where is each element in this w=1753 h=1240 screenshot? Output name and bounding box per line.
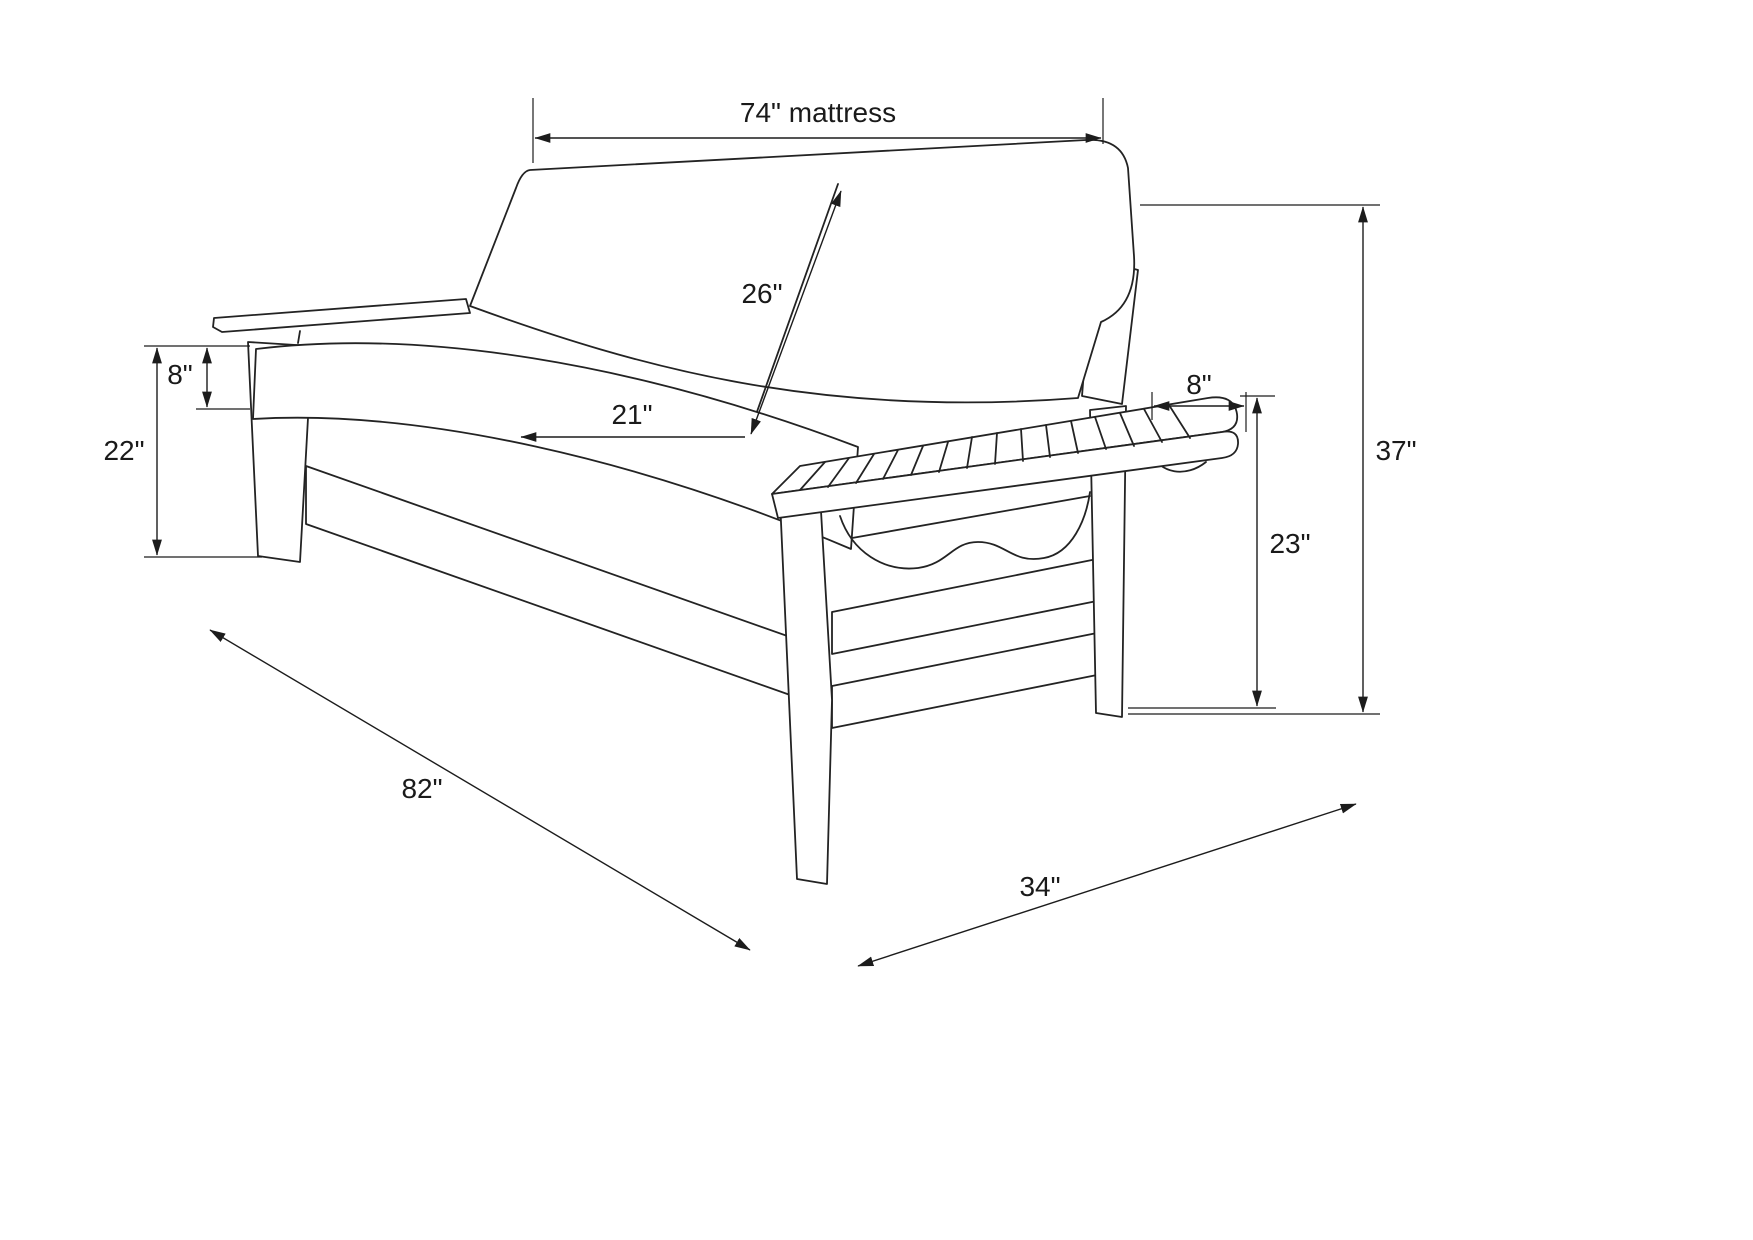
dim-left-frame-height: 22": [103, 347, 262, 558]
dim-label-seat-depth: 21": [611, 399, 652, 430]
dimension-line: [209, 629, 751, 951]
dim-label-overall-depth: 34": [1019, 871, 1060, 902]
dim-seat-depth: 21": [520, 399, 745, 442]
arm-tray-slats: [799, 404, 1191, 491]
dim-label-left-frame-height: 22": [103, 435, 144, 466]
dim-overall-depth: 34": [857, 803, 1357, 967]
front-base-rail: [305, 465, 794, 697]
dim-label-mattress-width: 74" mattress: [740, 97, 896, 128]
futon-drawing: [212, 139, 1239, 885]
dimension-line: [857, 803, 1357, 967]
arm-bracket: [839, 491, 1091, 570]
dim-label-overall-height: 37": [1375, 435, 1416, 466]
dim-label-right-frame-height: 23": [1269, 528, 1310, 559]
dim-arm-overhang: 8": [1151, 369, 1247, 432]
dimension-line: [750, 190, 842, 435]
dim-right-frame-height: 23": [1128, 395, 1311, 709]
left-arm-support: [297, 330, 301, 344]
rear-right-post: [1089, 405, 1127, 718]
dim-overall-length: 82": [209, 629, 751, 951]
back-cushion: [469, 139, 1136, 404]
dim-label-overall-length: 82": [401, 773, 442, 804]
dim-overall-height: 37": [1128, 204, 1417, 715]
dim-seat-to-arm: 8": [144, 345, 250, 410]
left-arm-board: [212, 298, 471, 333]
dim-label-arm-to-seat: 8": [167, 359, 193, 390]
dim-back-depth: 26": [741, 190, 842, 435]
arm-tray-rim: [771, 430, 1239, 519]
front-right-leg: [779, 493, 833, 885]
dim-mattress-width: 74" mattress: [532, 97, 1104, 163]
dim-label-back-depth: 26": [741, 278, 782, 309]
seat-mattress: [252, 342, 859, 550]
dimension-annotations: 74" mattress 26" 21" 8" 22": [103, 97, 1417, 967]
seat-deck-edge: [851, 495, 1091, 539]
dim-label-arm-overhang: 8": [1186, 369, 1212, 400]
